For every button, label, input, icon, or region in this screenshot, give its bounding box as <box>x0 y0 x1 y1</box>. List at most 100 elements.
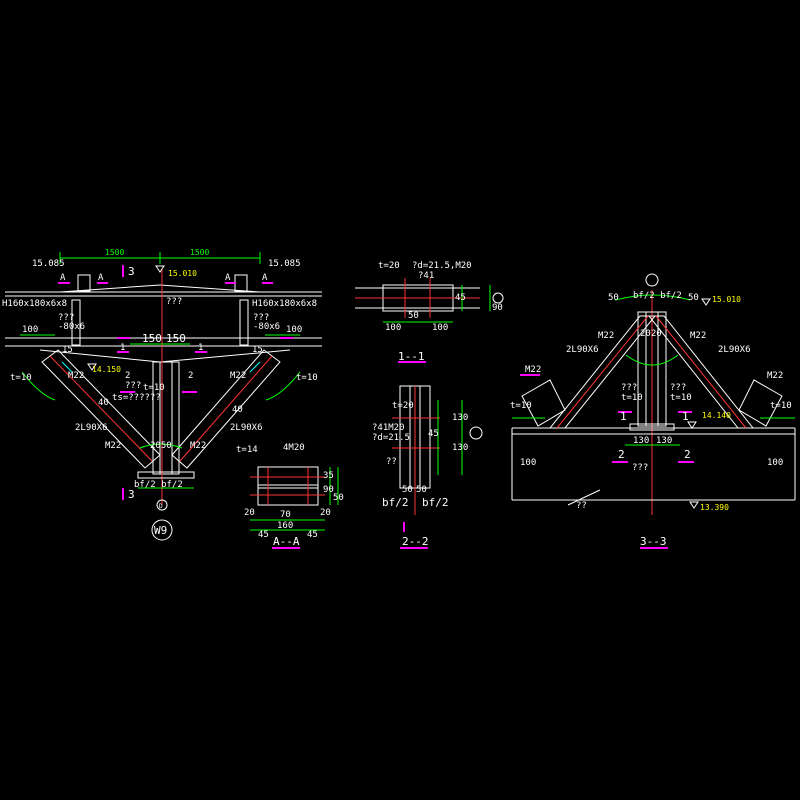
v22-45: 45 <box>428 429 439 439</box>
aa-t14: t=14 <box>236 445 258 455</box>
cut-3-top: 3 <box>128 265 135 278</box>
v33-qqq-right: ??? <box>670 383 686 393</box>
cut-3-bottom: 3 <box>128 488 135 501</box>
elev-center: 15.010 <box>168 269 197 278</box>
v11-100-left: 100 <box>385 323 401 333</box>
dim-100-right: 100 <box>286 325 302 335</box>
v33-t10-col-right: t=10 <box>670 393 692 403</box>
aa-20-right: 20 <box>320 508 331 518</box>
plate-left: -80x6 <box>58 322 85 332</box>
v22-q41: ?41M20 <box>372 423 405 433</box>
qqq-left: ??? <box>58 313 74 323</box>
v33-130-right: 130 <box>656 436 672 446</box>
v33-50-left: 50 <box>608 293 619 303</box>
elev-left: 15.085 <box>32 259 65 269</box>
v33-cut-2-right: 2 <box>684 448 691 461</box>
beam-label-left: H160x180x6x8 <box>2 299 67 309</box>
elev-mid: 14.150 <box>92 365 121 374</box>
v33-m22-far-left: M22 <box>525 365 541 375</box>
dim-150-left: 150 <box>142 332 162 345</box>
dim-40-right: 40 <box>232 405 243 415</box>
v33-2020: 2020 <box>640 329 662 339</box>
v22-q2: ?? <box>386 457 397 467</box>
t10-bolt-right: t=10 <box>296 373 318 383</box>
cut-2-left: 2 <box>125 371 130 381</box>
view-3-3: bf/2 bf/2 15.010 14.140 13.390 50 50 202… <box>510 273 796 549</box>
v22-50-right: 50 <box>416 485 427 495</box>
cut-a-2: A <box>98 273 104 283</box>
view-2-2: t=20 ?41M20 ?d=21.5 ?? 130 130 45 50 50 … <box>372 385 483 549</box>
m22-right: M22 <box>230 371 246 381</box>
beam-label-right: H160x180x6x8 <box>252 299 317 309</box>
dim-100-left: 100 <box>22 325 38 335</box>
dim-1500-left: 1500 <box>105 248 124 257</box>
cut-a-3: A <box>225 273 231 283</box>
view-w9: 1500 1500 15.085 15.085 15.010 14.150 A … <box>2 248 322 541</box>
v11-50: 50 <box>408 311 419 321</box>
v33-top-label: bf/2 bf/2 <box>633 291 682 301</box>
cut-a-1: A <box>60 273 66 283</box>
v33-cut-2-left: 2 <box>618 448 625 461</box>
m22-lower-left: M22 <box>105 441 121 451</box>
aa-20-left: 20 <box>244 508 255 518</box>
dim-150-right: 150 <box>166 332 186 345</box>
view-a-a: t=14 4M20 20 20 70 160 45 45 35 90 50 A-… <box>236 443 344 549</box>
v22-130-bottom: 130 <box>452 443 468 453</box>
angle-left: 2L90X6 <box>75 423 108 433</box>
v33-m22-right: M22 <box>690 331 706 341</box>
v11-t20: t=20 <box>378 261 400 271</box>
cut-2-right: 2 <box>188 371 193 381</box>
t10-bolt-left: t=10 <box>10 373 32 383</box>
v22-50-left: 50 <box>402 485 413 495</box>
plate-right: -80x6 <box>253 322 280 332</box>
base-label: bf/2 bf/2 <box>134 480 183 490</box>
v33-elev-top: 15.010 <box>712 295 741 304</box>
v33-q2: ?? <box>576 501 587 511</box>
dim-2050: 2050 <box>150 441 172 451</box>
dim-40-left: 40 <box>98 398 109 408</box>
aa-70: 70 <box>280 510 291 520</box>
cut-1-left: 1 <box>120 343 125 353</box>
v33-t10-col-left: t=10 <box>621 393 643 403</box>
v33-50-right: 50 <box>688 293 699 303</box>
v33-t10-left: t=10 <box>510 401 532 411</box>
view-title-22: 2--2 <box>402 535 429 548</box>
v22-half-right: bf/2 <box>422 496 449 509</box>
v33-angle-right: 2L90X6 <box>718 345 751 355</box>
v33-qqq-bottom: ??? <box>632 463 648 473</box>
v22-bolt-note: ?d=21.5 <box>372 433 410 443</box>
qqq-center: ??? <box>166 297 182 307</box>
angle-right: 2L90X6 <box>230 423 263 433</box>
t10-left: t=10 <box>143 383 165 393</box>
dim-15-right: 15 <box>252 345 263 355</box>
v33-angle-left: 2L90X6 <box>566 345 599 355</box>
v33-100-right: 100 <box>767 458 783 468</box>
aa-45-left: 45 <box>258 530 269 540</box>
view-title-w9: W9 <box>154 524 167 537</box>
v11-q41: ?41 <box>418 271 434 281</box>
v22-t20: t=20 <box>392 401 414 411</box>
v33-t10-right: t=10 <box>770 401 792 411</box>
m22-left: M22 <box>68 371 84 381</box>
dim-15-left: 15 <box>62 345 73 355</box>
v33-elev-bot: 13.390 <box>700 503 729 512</box>
v33-130-left: 130 <box>633 436 649 446</box>
v11-45: 45 <box>455 293 466 303</box>
v11-bolt-note: ?d=21.5,M20 <box>412 261 472 271</box>
qqq-column: ??? <box>125 381 141 391</box>
v33-cut-1-right: 1 <box>682 410 689 423</box>
v11-100-right: 100 <box>432 323 448 333</box>
aa-45-right: 45 <box>307 530 318 540</box>
dim-1500-right: 1500 <box>190 248 209 257</box>
aa-35: 35 <box>323 471 334 481</box>
v33-qqq-left: ??? <box>621 383 637 393</box>
m22-lower-right: M22 <box>190 441 206 451</box>
ts-label: ts=?????? <box>112 393 161 403</box>
v11-90: 90 <box>492 303 503 313</box>
aa-50: 50 <box>333 493 344 503</box>
cut-1-right: 1 <box>198 343 203 353</box>
cut-a-4: A <box>262 273 268 283</box>
view-title-aa: A--A <box>273 535 300 548</box>
